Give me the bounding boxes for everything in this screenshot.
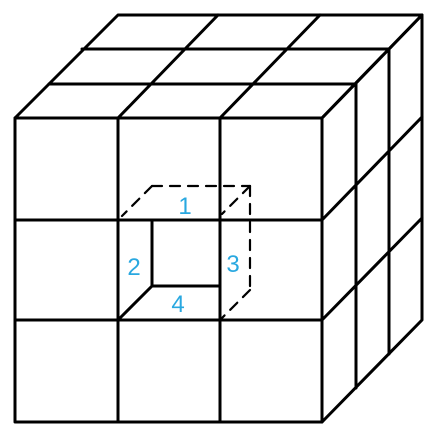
top-column-line-1 bbox=[116, 13, 220, 120]
top-column-line-2 bbox=[218, 13, 322, 120]
side-row-line-1 bbox=[320, 115, 424, 222]
front-face-fill bbox=[15, 118, 322, 422]
hidden-top-left-diagonal bbox=[120, 184, 154, 218]
edge-labels: 1 2 3 4 bbox=[127, 193, 239, 318]
edge-label-4: 4 bbox=[171, 291, 184, 318]
side-face-grid bbox=[320, 13, 424, 424]
top-face-fill bbox=[15, 15, 422, 118]
hidden-top-right-diagonal bbox=[220, 184, 252, 216]
removed-cube-hole bbox=[116, 218, 222, 322]
edge-label-3: 3 bbox=[226, 251, 239, 278]
side-row-line-2 bbox=[320, 216, 424, 322]
hidden-bottom-right-diagonal bbox=[220, 288, 252, 320]
side-face-fill bbox=[322, 15, 422, 422]
hole-bottom-left-diagonal bbox=[116, 284, 154, 322]
hidden-edges bbox=[120, 184, 252, 320]
edge-label-2: 2 bbox=[127, 254, 140, 281]
edge-label-1: 1 bbox=[178, 193, 191, 220]
